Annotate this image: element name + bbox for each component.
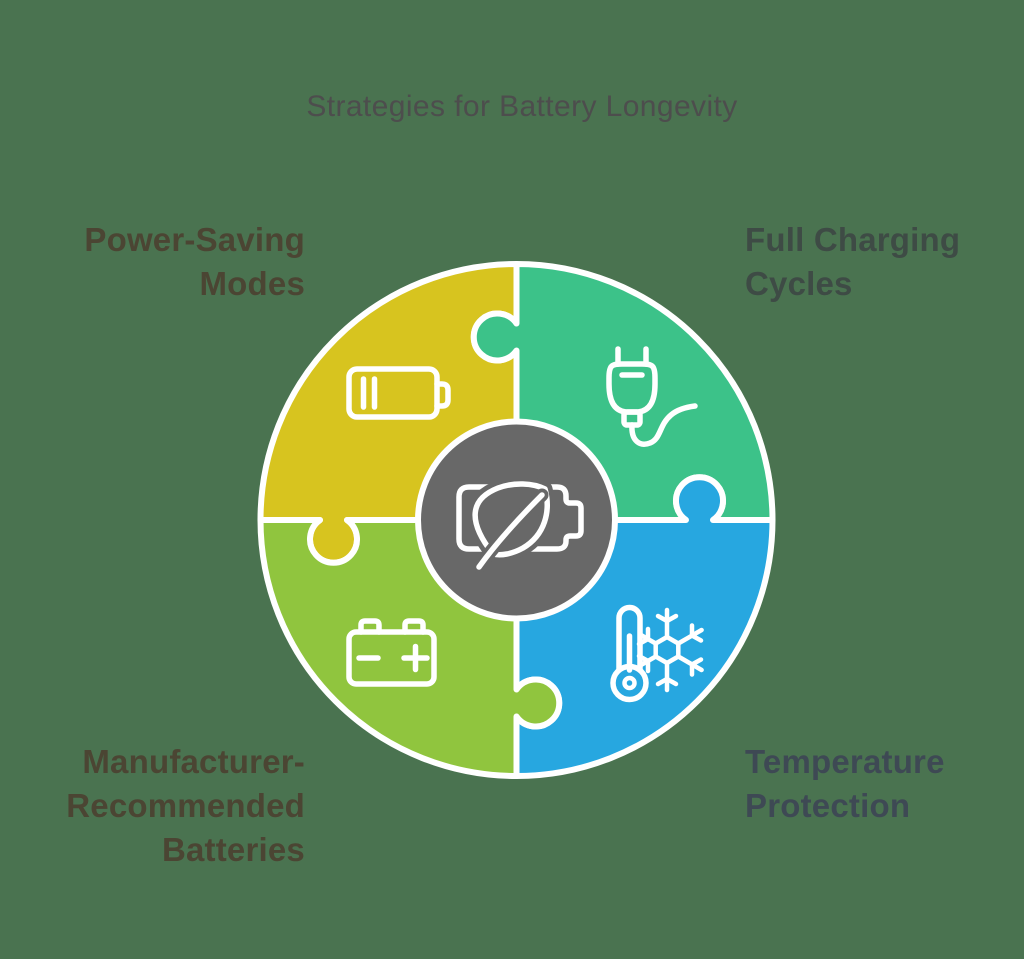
segment-label-full-charging-cycles: Full Charging Cycles <box>745 221 961 302</box>
segment-label-power-saving-modes: Power-Saving Modes <box>84 221 305 302</box>
car-battery-icon <box>346 618 437 687</box>
eco-battery-icon <box>456 476 584 574</box>
segment-label-temperature-protection: Temperature Protection <box>745 743 945 824</box>
page-title: Strategies for Battery Longevity <box>306 90 738 123</box>
power-plug-icon <box>606 346 698 447</box>
battery-low-icon <box>346 366 451 420</box>
thermometer-snowflake-icon <box>610 604 704 703</box>
snowflake-glyph <box>636 607 704 693</box>
segment-label-manufacturer-recommended-batteries: Manufacturer- Recommended Batteries <box>66 743 305 868</box>
